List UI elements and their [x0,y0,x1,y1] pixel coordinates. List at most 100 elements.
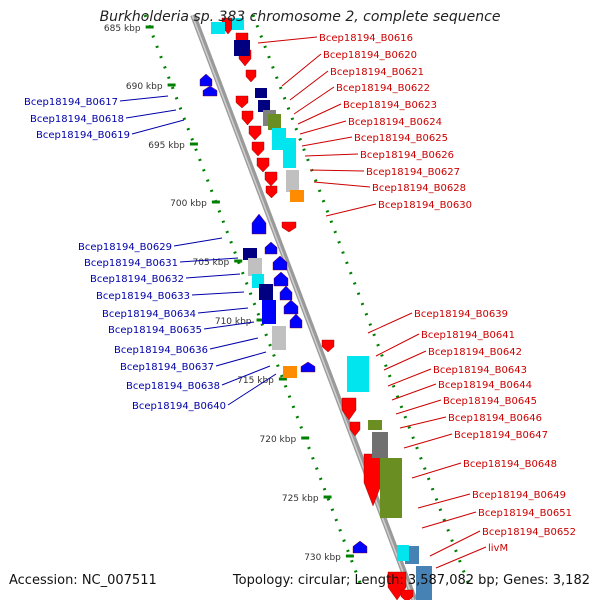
reverse-gene [352,540,368,554]
forward-gene-label: Bcep18194_B0641 [421,330,515,341]
ruler-tick-label: 730 kbp [304,553,341,563]
forward-label-leader [325,203,377,217]
forward-label-leader [399,416,447,429]
forward-gene [363,453,383,507]
forward-gene-label: Bcep18194_B0628 [372,183,466,194]
forward-gene [251,141,265,157]
gene-box [255,88,267,98]
gene-box [290,190,304,202]
forward-gene-label: Bcep18194_B0642 [428,347,522,358]
reverse-gene [279,285,293,301]
forward-label-leader [289,70,329,101]
gene-box [268,114,281,130]
forward-gene-label: Bcep18194_B0652 [482,527,576,538]
forward-label-leader [375,333,420,357]
reverse-label-leader [203,321,255,330]
forward-gene [248,125,262,141]
forward-gene [264,171,278,187]
reverse-label-leader [131,119,185,135]
forward-label-leader [435,546,487,569]
forward-gene-label: Bcep18194_B0651 [478,508,572,519]
forward-gene [400,589,414,600]
gene-box [258,100,270,112]
ruler-tick-label: 685 kbp [104,24,141,34]
gene-box [259,284,273,300]
ruler-tick-label: 690 kbp [126,82,163,92]
forward-label-leader [421,511,477,529]
reverse-label-leader [173,237,223,247]
forward-gene [241,110,254,126]
forward-label-leader [429,530,481,557]
forward-gene [321,339,335,353]
forward-gene [235,95,249,109]
reverse-gene-label: Bcep18194_B0617 [24,97,118,108]
gene-box [262,300,276,324]
reverse-label-leader [197,307,249,314]
gene-box [272,326,286,350]
reverse-gene [283,299,299,315]
forward-gene [349,421,361,437]
forward-label-leader [293,86,335,115]
summary-text: Topology: circular; Length: 3,587,082 bp… [232,573,590,588]
forward-gene-label: Bcep18194_B0630 [378,200,472,211]
forward-label-leader [297,103,342,125]
ruler-tick-label: 715 kbp [237,376,274,386]
reverse-label-leader [215,351,267,367]
forward-label-leader [257,36,318,44]
forward-gene [265,185,278,199]
backbone-highlight [191,14,415,600]
forward-label-leader [411,462,462,479]
reverse-gene-label: Bcep18194_B0637 [120,362,214,373]
reverse-gene-label: Bcep18194_B0618 [30,114,124,125]
reverse-gene-label: Bcep18194_B0631 [84,258,178,269]
reverse-gene-label: Bcep18194_B0636 [114,345,208,356]
forward-gene [281,221,297,233]
reverse-gene-label: Bcep18194_B0635 [108,325,202,336]
ruler-tick-label: 710 kbp [215,317,252,327]
reverse-label-leader [221,365,271,386]
reverse-label-leader [119,95,169,102]
inner-rail [143,14,365,591]
gene-box [234,40,250,56]
gene-box [232,18,244,30]
accession-text: Accession: NC_007511 [9,573,157,588]
reverse-gene-label: Bcep18194_B0638 [126,381,220,392]
forward-gene-label: Bcep18194_B0648 [463,459,557,470]
forward-gene-label: Bcep18194_B0622 [336,83,430,94]
reverse-gene-label: Bcep18194_B0640 [132,401,226,412]
gene-box [286,170,299,192]
ruler-tick-label: 695 kbp [148,141,185,151]
forward-gene-label: Bcep18194_B0627 [366,167,460,178]
gene-box [248,258,262,276]
forward-label-leader [299,120,347,135]
forward-label-leader [383,350,427,371]
reverse-label-leader [191,291,245,296]
forward-gene-label: Bcep18194_B0639 [414,309,508,320]
reverse-label-leader [125,109,177,119]
gene-box [368,420,382,430]
reverse-label-leader [227,373,277,406]
reverse-gene-label: Bcep18194_B0633 [96,291,190,302]
reverse-gene [289,313,303,329]
gene-box [397,545,409,561]
reverse-gene [264,241,278,255]
reverse-gene-label: Bcep18194_B0634 [102,309,196,320]
forward-gene-label: Bcep18194_B0616 [319,33,413,44]
forward-gene-label: Bcep18194_B0623 [343,100,437,111]
gene-box [380,458,402,518]
ruler-tick-label: 700 kbp [170,199,207,209]
forward-label-leader [313,181,371,188]
forward-gene-label: livM [488,543,508,554]
forward-gene-label: Bcep18194_B0643 [433,365,527,376]
forward-label-leader [387,368,432,387]
reverse-gene [251,213,267,235]
gene-box [211,22,225,34]
gene-box [416,566,432,600]
map-title: Burkholderia sp. 383 chromosome 2, compl… [99,9,501,25]
gene-box [372,432,388,458]
forward-gene-label: Bcep18194_B0624 [348,117,442,128]
forward-gene-label: Bcep18194_B0644 [438,380,532,391]
reverse-gene-label: Bcep18194_B0632 [90,274,184,285]
